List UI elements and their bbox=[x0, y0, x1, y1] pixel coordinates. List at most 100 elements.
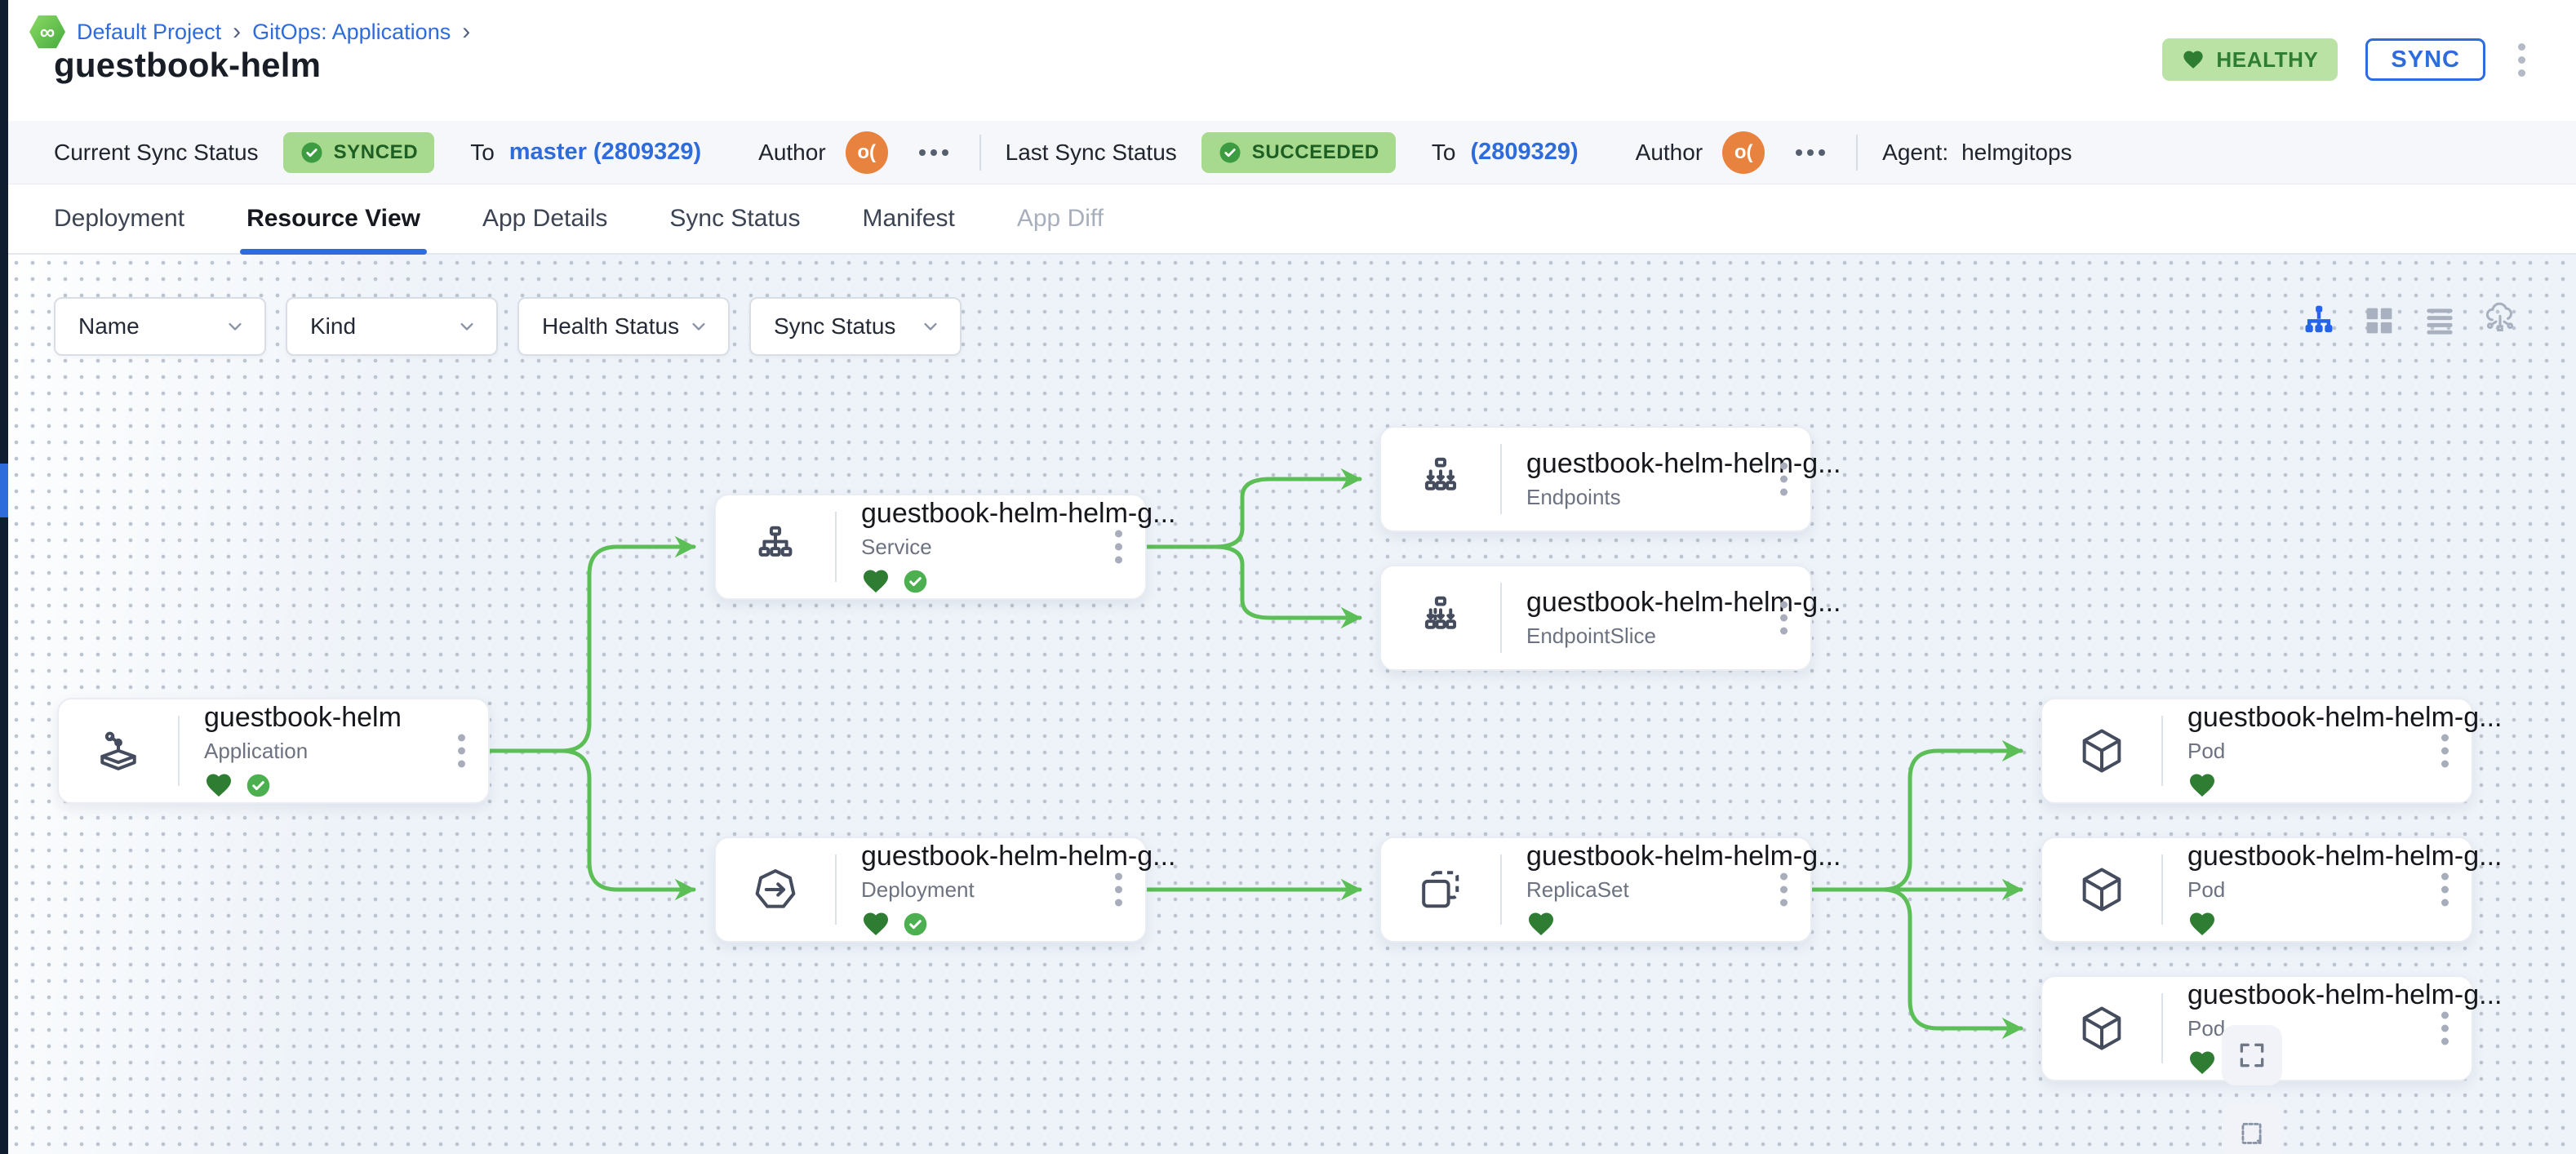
endpointslice-icon bbox=[1381, 566, 1500, 669]
pod-icon bbox=[2042, 838, 2161, 941]
agent-value: helmgitops bbox=[1961, 139, 2072, 165]
tab-bar: Deployment Resource View App Details Syn… bbox=[8, 184, 2576, 255]
agent-label: Agent: bbox=[1882, 139, 1949, 165]
divider bbox=[1856, 134, 1859, 171]
filter-label: Name bbox=[78, 313, 140, 339]
breadcrumb-project-link[interactable]: Default Project bbox=[77, 19, 222, 44]
node-menu-button[interactable] bbox=[1110, 526, 1127, 569]
heart-icon bbox=[2183, 51, 2204, 69]
left-nav-rail[interactable] bbox=[0, 0, 8, 1154]
current-commit-link[interactable]: master (2809329) bbox=[509, 139, 702, 165]
tab-app-details[interactable]: App Details bbox=[482, 205, 608, 232]
filter-health-status-dropdown[interactable]: Health Status bbox=[517, 297, 730, 356]
divider bbox=[1500, 444, 1502, 514]
divider bbox=[1500, 583, 1502, 653]
divider bbox=[2161, 993, 2163, 1063]
tab-resource-view[interactable]: Resource View bbox=[240, 184, 427, 255]
service-icon bbox=[716, 495, 835, 598]
node-kind: Deployment bbox=[861, 877, 975, 902]
node-endpointslice[interactable]: guestbook-helm-helm-g... EndpointSlice bbox=[1379, 565, 1841, 671]
filter-label: Sync Status bbox=[774, 313, 896, 339]
filter-kind-dropdown[interactable]: Kind bbox=[286, 297, 498, 356]
healthy-heart-icon bbox=[2190, 912, 2214, 935]
health-status-badge: HEALTHY bbox=[2162, 38, 2338, 81]
healthy-heart-icon bbox=[864, 912, 888, 935]
tab-sync-status[interactable]: Sync Status bbox=[669, 205, 801, 232]
synced-check-icon bbox=[904, 570, 927, 593]
more-options-icon[interactable] bbox=[1789, 143, 1832, 162]
node-menu-button[interactable] bbox=[2436, 730, 2454, 773]
node-kind: Pod bbox=[2187, 739, 2226, 763]
tab-app-diff: App Diff bbox=[1016, 205, 1104, 232]
divider bbox=[835, 512, 837, 582]
node-service[interactable]: guestbook-helm-helm-g... Service bbox=[714, 494, 1176, 600]
healthy-heart-icon bbox=[2190, 1051, 2214, 1074]
grid-view-icon[interactable] bbox=[2361, 302, 2398, 340]
breadcrumb-applications-link[interactable]: GitOps: Applications bbox=[252, 19, 451, 44]
sync-button[interactable]: SYNC bbox=[2365, 38, 2485, 81]
node-application[interactable]: guestbook-helm Application bbox=[57, 698, 490, 804]
tab-manifest[interactable]: Manifest bbox=[862, 205, 955, 232]
node-endpoints[interactable]: guestbook-helm-helm-g... Endpoints bbox=[1379, 426, 1841, 532]
cloud-topology-view-icon[interactable] bbox=[2481, 302, 2519, 340]
node-menu-button[interactable] bbox=[1775, 868, 1792, 912]
to-label: To bbox=[1431, 139, 1456, 165]
filter-name-dropdown[interactable]: Name bbox=[54, 297, 266, 356]
fit-view-button[interactable] bbox=[2222, 1103, 2282, 1154]
pod-icon bbox=[2042, 699, 2161, 802]
node-kind: ReplicaSet bbox=[1526, 877, 1629, 902]
node-pod-2[interactable]: guestbook-helm-helm-g... Pod bbox=[2041, 837, 2503, 943]
divider bbox=[2161, 854, 2163, 925]
node-menu-button[interactable] bbox=[453, 730, 470, 773]
filter-sync-status-dropdown[interactable]: Sync Status bbox=[749, 297, 962, 356]
healthy-heart-icon bbox=[2190, 774, 2214, 797]
application-icon bbox=[59, 699, 178, 802]
health-badge-label: HEALTHY bbox=[2216, 47, 2319, 72]
node-title: guestbook-helm-helm-g... bbox=[861, 498, 1176, 529]
breadcrumb: ∞ Default Project › GitOps: Applications… bbox=[29, 15, 470, 49]
tree-view-icon[interactable] bbox=[2300, 302, 2338, 340]
node-pod-1[interactable]: guestbook-helm-helm-g... Pod bbox=[2041, 698, 2503, 804]
author-avatar[interactable]: o( bbox=[1722, 131, 1765, 174]
filter-label: Health Status bbox=[542, 313, 680, 339]
chevron-down-icon bbox=[460, 322, 473, 331]
divider bbox=[979, 134, 981, 171]
divider bbox=[1500, 854, 1502, 925]
author-label: Author bbox=[1635, 139, 1703, 165]
synced-badge: SYNCED bbox=[282, 131, 435, 173]
resource-graph-canvas[interactable]: Name Kind Health Status Sync Status bbox=[8, 255, 2576, 1154]
node-menu-button[interactable] bbox=[1110, 868, 1127, 912]
divider bbox=[178, 716, 180, 786]
tab-deployment[interactable]: Deployment bbox=[54, 205, 185, 232]
current-sync-status-label: Current Sync Status bbox=[54, 139, 259, 165]
endpoints-icon bbox=[1381, 428, 1500, 530]
app-menu-button[interactable] bbox=[2513, 38, 2530, 82]
node-menu-button[interactable] bbox=[1775, 458, 1792, 501]
chevron-down-icon bbox=[229, 322, 242, 331]
author-avatar[interactable]: o( bbox=[845, 131, 888, 174]
node-kind: Endpoints bbox=[1526, 485, 1621, 509]
node-replicaset[interactable]: guestbook-helm-helm-g... ReplicaSet bbox=[1379, 837, 1841, 943]
node-title: guestbook-helm-helm-g... bbox=[1526, 841, 1841, 872]
node-kind: Application bbox=[204, 739, 309, 763]
node-menu-button[interactable] bbox=[2436, 1007, 2454, 1050]
replicaset-icon bbox=[1381, 838, 1500, 941]
healthy-heart-icon bbox=[864, 570, 888, 593]
node-title: guestbook-helm-helm-g... bbox=[2187, 702, 2503, 733]
filter-label: Kind bbox=[310, 313, 357, 339]
left-nav-active-indicator bbox=[0, 464, 8, 517]
fullscreen-button[interactable] bbox=[2222, 1025, 2282, 1085]
breadcrumb-chevron-icon: › bbox=[233, 18, 242, 45]
synced-check-icon bbox=[904, 912, 927, 935]
last-commit-link[interactable]: (2809329) bbox=[1470, 139, 1579, 165]
more-options-icon[interactable] bbox=[913, 143, 955, 162]
node-menu-button[interactable] bbox=[2436, 868, 2454, 912]
node-kind: Service bbox=[861, 535, 932, 559]
deployment-icon bbox=[716, 838, 835, 941]
page-title: guestbook-helm bbox=[54, 46, 322, 84]
node-menu-button[interactable] bbox=[1775, 597, 1792, 640]
filter-bar: Name Kind Health Status Sync Status bbox=[54, 297, 962, 356]
list-view-icon[interactable] bbox=[2421, 302, 2458, 340]
page-header: ∞ Default Project › GitOps: Applications… bbox=[8, 0, 2576, 121]
node-deployment[interactable]: guestbook-helm-helm-g... Deployment bbox=[714, 837, 1176, 943]
